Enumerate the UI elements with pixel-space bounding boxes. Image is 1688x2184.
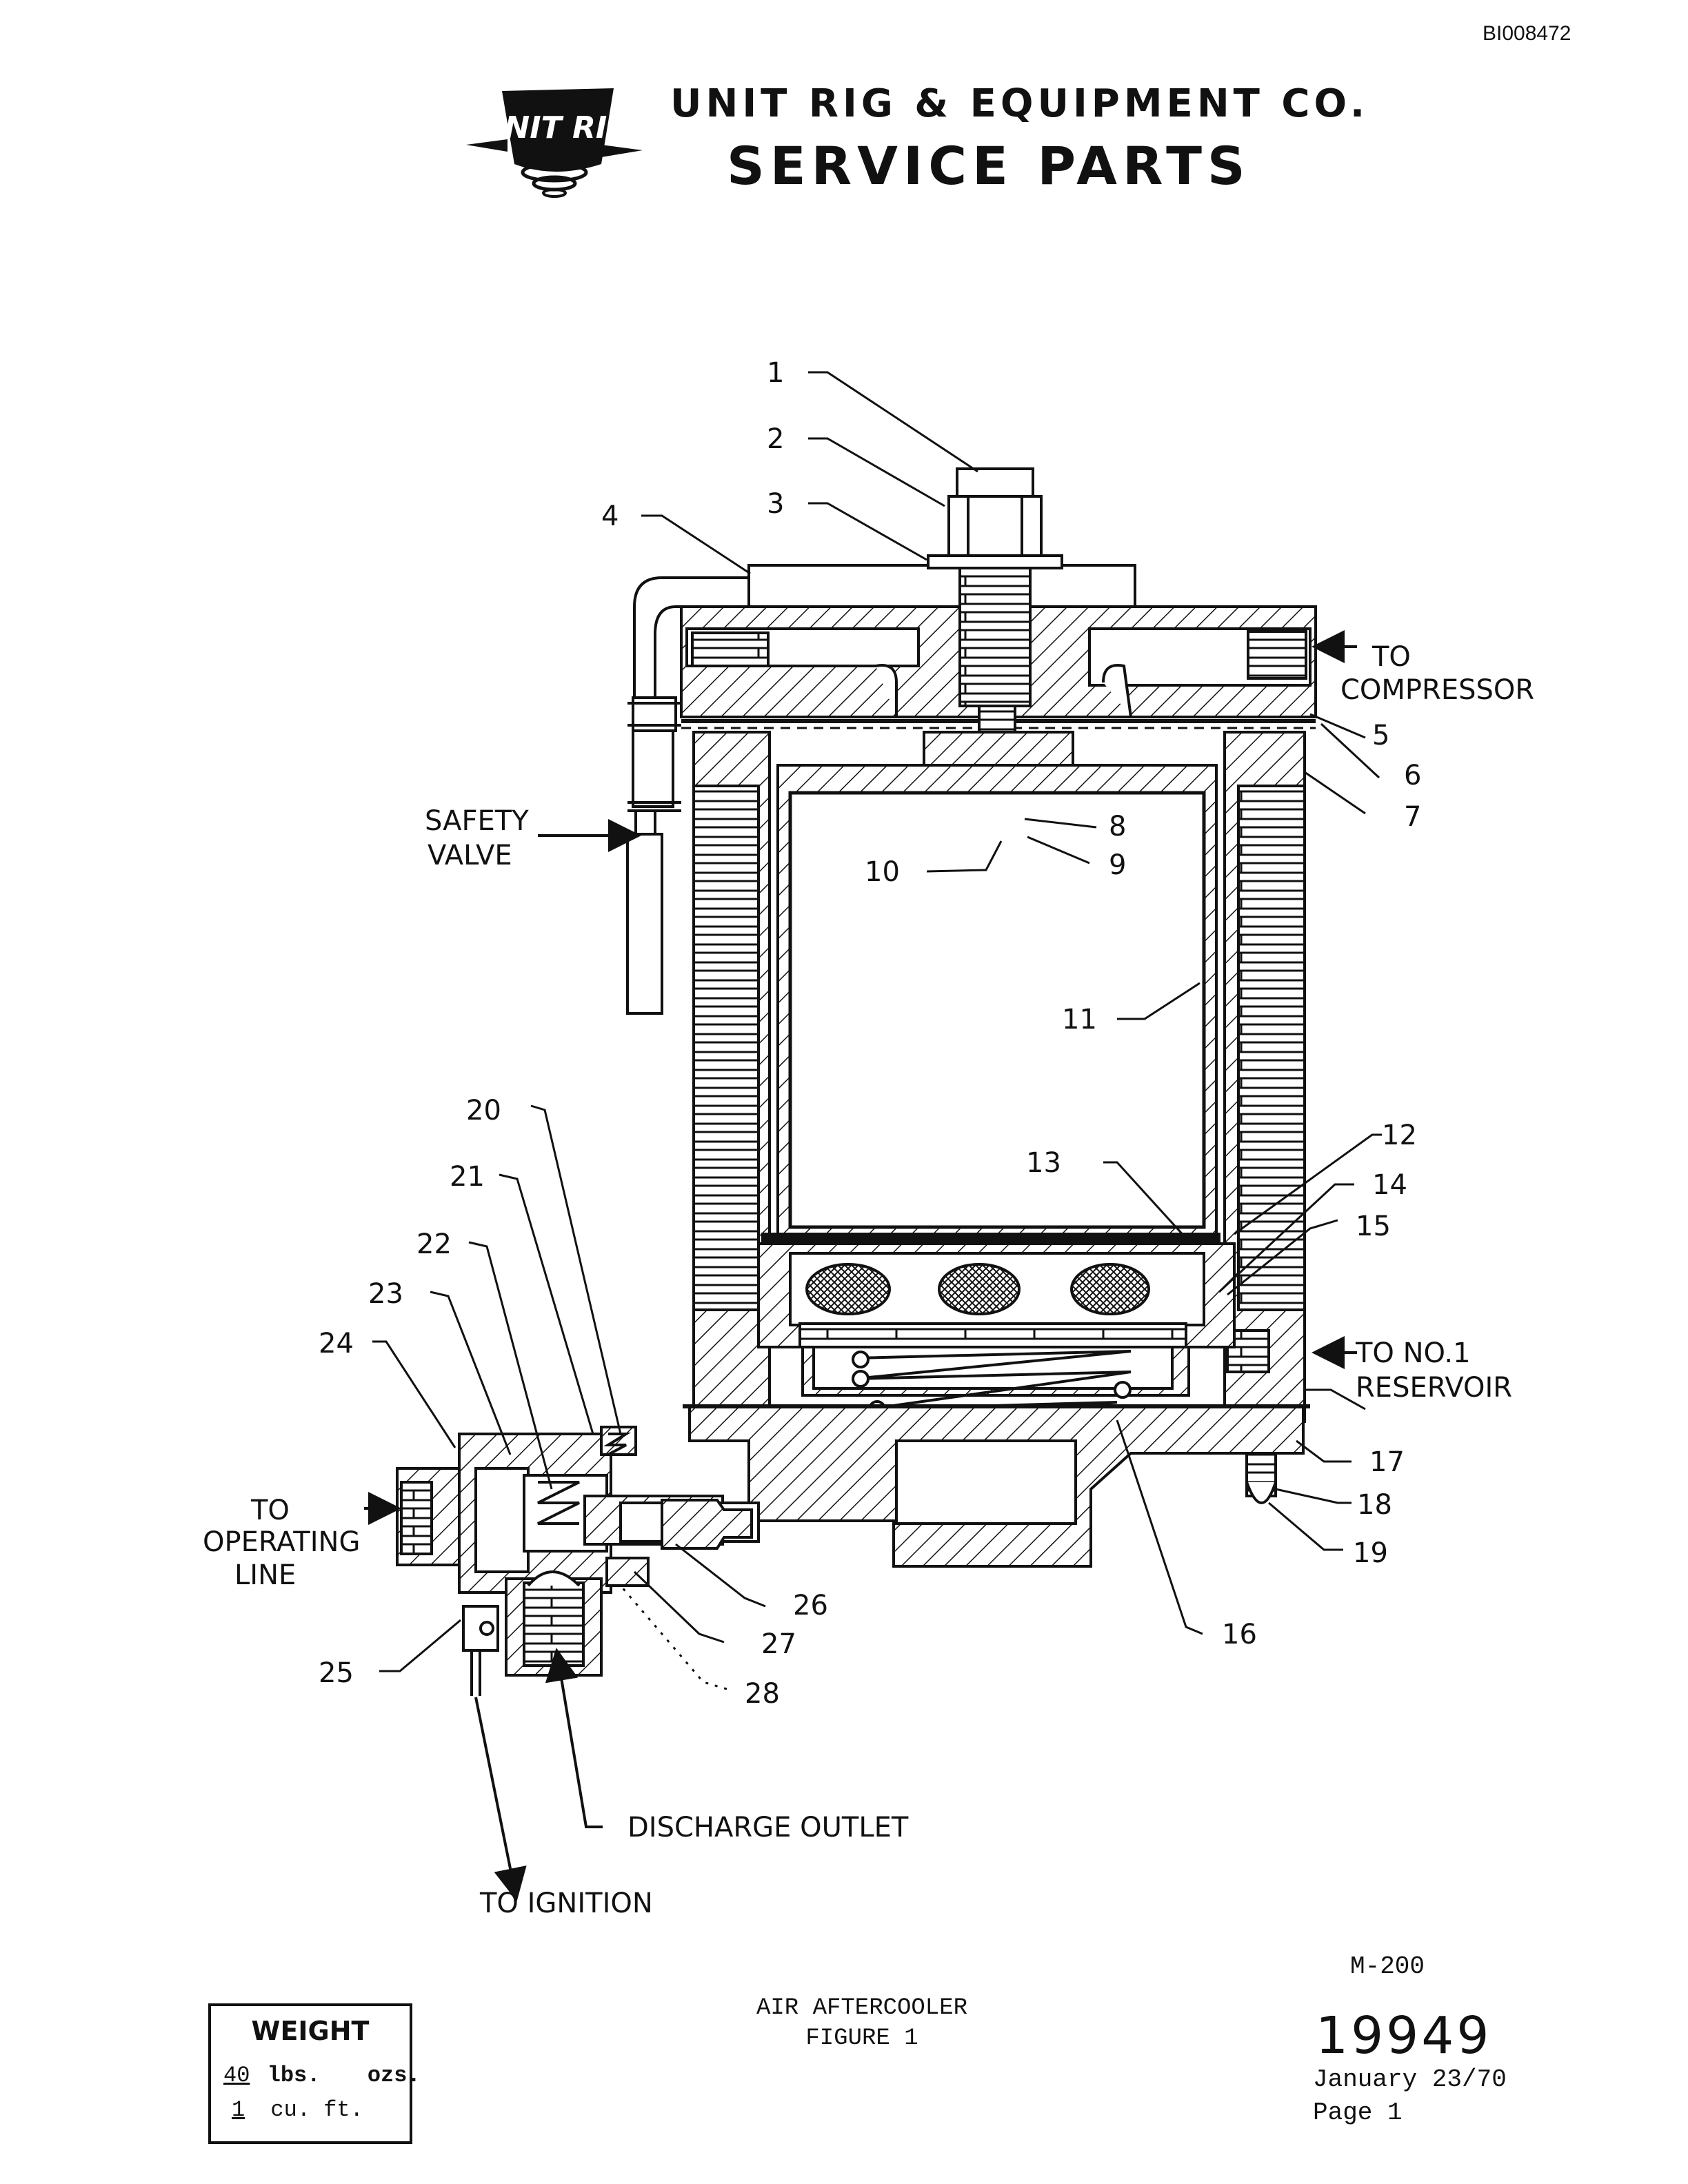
- part-number-label: 24: [319, 1328, 354, 1359]
- part-number-label: 10: [865, 856, 900, 888]
- part-number-label: 20: [466, 1095, 501, 1126]
- part-number-label: 7: [1404, 801, 1421, 833]
- to-reservoir-label: RESERVOIR: [1356, 1372, 1512, 1404]
- weight-box: WEIGHT 40 lbs. ozs. 1 cu. ft.: [208, 2003, 421, 2144]
- figure-caption: AIR AFTERCOOLER FIGURE 1: [690, 1995, 1034, 2052]
- part-number-label: 12: [1382, 1120, 1417, 1151]
- part-number-label: 21: [450, 1161, 485, 1193]
- to-ignition-label: TO IGNITION: [479, 1888, 653, 1919]
- part-number-label: 2: [767, 423, 784, 455]
- weight-lbs-line: 40 lbs. ozs.: [219, 2063, 421, 2088]
- part-number-label: 15: [1356, 1211, 1391, 1242]
- part-number-label: 17: [1369, 1446, 1405, 1478]
- part-number-label: 19: [1353, 1537, 1388, 1569]
- to-operating-line-label: TO: [250, 1495, 290, 1526]
- caption-figure: FIGURE 1: [805, 2025, 918, 2052]
- document-subtitle: SERVICE PARTS: [727, 135, 1251, 196]
- discharge-outlet-label: DISCHARGE OUTLET: [627, 1812, 909, 1843]
- to-operating-line-label: LINE: [234, 1559, 296, 1591]
- caption-title: AIR AFTERCOOLER: [756, 1995, 968, 2021]
- model-number: M-200: [1350, 1952, 1425, 1981]
- to-reservoir-label: TO NO.1: [1355, 1337, 1471, 1369]
- part-number-label: 5: [1372, 720, 1389, 751]
- weight-lbs-unit: lbs.: [267, 2063, 321, 2088]
- page-number: Page 1: [1313, 2099, 1403, 2127]
- part-number-label: 27: [761, 1628, 796, 1660]
- part-number-label: 6: [1404, 760, 1421, 791]
- part-number-label: 16: [1222, 1619, 1257, 1650]
- drawing-date: January 23/70: [1313, 2065, 1507, 2094]
- part-number-label: 23: [368, 1278, 403, 1310]
- part-number-label: 3: [767, 488, 784, 520]
- safety-valve-label: VALVE: [428, 840, 512, 871]
- safety-valve-label: SAFETY: [425, 805, 529, 837]
- weight-cuft-value: 1: [232, 2097, 245, 2123]
- part-number-label: 13: [1026, 1147, 1061, 1179]
- part-number-label: 14: [1372, 1169, 1407, 1201]
- company-name: UNIT RIG & EQUIPMENT CO.: [670, 81, 1369, 126]
- part-number-label: 25: [319, 1657, 354, 1689]
- part-number-label: 9: [1109, 849, 1126, 881]
- weight-cuft-unit: cu. ft.: [270, 2097, 363, 2123]
- unit-rig-logo: UNIT RIG: [466, 88, 643, 198]
- part-number-label: 4: [601, 501, 619, 532]
- svg-text:UNIT RIG: UNIT RIG: [480, 110, 632, 145]
- part-number-label: 28: [745, 1678, 780, 1710]
- weight-lbs-value: 40: [223, 2063, 250, 2088]
- to-compressor-label: TO: [1372, 641, 1411, 673]
- part-number-label: 1: [767, 357, 784, 389]
- part-number-label: 18: [1357, 1489, 1392, 1521]
- weight-cuft-line: 1 cu. ft.: [219, 2097, 363, 2123]
- to-operating-line-label: OPERATING: [203, 1526, 360, 1558]
- document-id: BI008472: [1483, 22, 1571, 45]
- part-number-label: 8: [1109, 811, 1126, 842]
- weight-title: WEIGHT: [251, 2016, 370, 2046]
- part-number-label: 22: [416, 1228, 452, 1260]
- to-compressor-label: COMPRESSOR: [1340, 674, 1534, 706]
- weight-ozs-unit: ozs.: [367, 2063, 421, 2088]
- part-number-label: 26: [793, 1590, 828, 1621]
- drawing-number: 19949: [1316, 2006, 1492, 2065]
- part-number-label: 11: [1062, 1004, 1097, 1035]
